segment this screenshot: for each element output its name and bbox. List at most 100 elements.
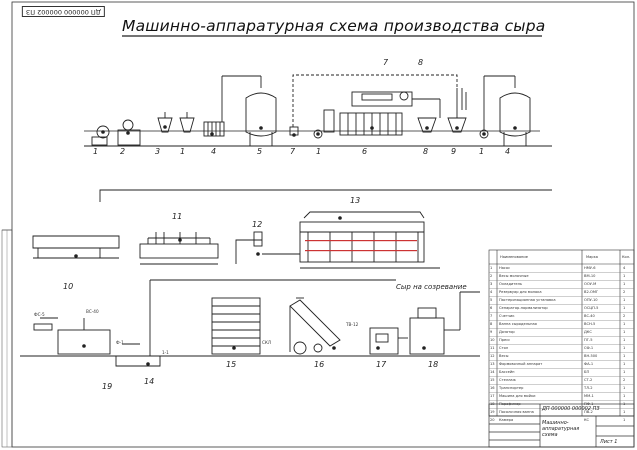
callout-r1-8: 6 xyxy=(362,147,368,156)
scales-12 xyxy=(235,239,262,264)
spec-header-mark: Марка xyxy=(586,255,598,259)
spec-cell: 3 xyxy=(490,282,493,286)
spec-cell: 7 xyxy=(490,314,493,318)
spec-cell: 1 xyxy=(623,394,626,398)
spec-cell: Посолочная ванна xyxy=(499,410,534,414)
row1-markers xyxy=(101,125,517,137)
spec-cell: ПФ-1 xyxy=(584,402,594,406)
callout-r3-4: 19 xyxy=(102,382,113,391)
spec-cell: ВМ-10 xyxy=(584,274,596,278)
spec-cell: 1 xyxy=(623,282,626,286)
control-line xyxy=(292,74,458,127)
spec-cell: Стол xyxy=(499,346,509,350)
spec-table-rules xyxy=(489,272,634,409)
spec-cell: 20 xyxy=(490,418,495,422)
exchanger-4 xyxy=(203,121,225,137)
table-11 xyxy=(139,243,219,259)
spec-cell: Пресс xyxy=(499,338,511,342)
callout-r1-7: 1 xyxy=(316,147,322,156)
ripening-note: Сыр на созревание xyxy=(396,283,467,291)
spec-cell: 8 xyxy=(490,322,493,326)
washer-17 xyxy=(369,327,399,355)
title-block-name: Машинно-аппаратурная схема xyxy=(542,420,580,438)
spec-cell: Дозатор xyxy=(499,330,515,334)
row2-equipment xyxy=(32,189,552,269)
callout-r2-2: 12 xyxy=(252,220,263,229)
spec-cell: 1 xyxy=(623,322,626,326)
tank-right xyxy=(499,92,531,137)
callout-r1-4: 4 xyxy=(211,147,217,156)
spec-cell: 9 xyxy=(490,330,493,334)
spec-cell: 1 xyxy=(623,330,626,334)
spec-cell: ВС-40 xyxy=(584,314,595,318)
spec-cell: 2 xyxy=(490,274,493,278)
spec-cell: БП xyxy=(584,370,590,374)
spec-cell: 4 xyxy=(490,290,493,294)
callout-r2-0: 13 xyxy=(350,196,361,205)
title-block-code: ДП 000000 000002 ПЗ xyxy=(542,406,600,412)
bath-14 xyxy=(115,356,161,367)
spec-cell: Парафинер xyxy=(499,402,521,406)
spec-cell: 1 xyxy=(623,418,626,422)
row1-equipment xyxy=(84,74,552,147)
spec-cell: СТ-2 xyxy=(584,378,593,382)
row2-red-marks xyxy=(305,240,417,252)
spec-cell: КС xyxy=(584,418,590,422)
spec-cell: 13 xyxy=(490,362,495,366)
spec-cell: 1 xyxy=(623,306,626,310)
sheet-frame xyxy=(11,1,635,448)
callout-r3-3: 18 xyxy=(428,360,439,369)
title-block xyxy=(488,403,635,448)
separator-8 xyxy=(417,117,437,133)
spec-header-name: Наименование xyxy=(500,255,528,259)
callout-r1-11: 8 xyxy=(423,147,429,156)
spec-cell: 1 xyxy=(623,346,626,350)
spec-cell: ВСН-5 xyxy=(584,322,596,326)
pump-1 xyxy=(96,125,110,139)
spec-cell: 1 xyxy=(623,386,626,390)
spec-cell: 1 xyxy=(623,338,626,342)
rack-15 xyxy=(211,297,261,355)
spec-cell: СФ-1 xyxy=(584,346,594,350)
callout-r3-2: 17 xyxy=(376,360,387,369)
spec-cell: 1 xyxy=(623,274,626,278)
spec-cell: Насос xyxy=(499,266,511,270)
spec-cell: 1 xyxy=(623,298,626,302)
spec-cell: 15 xyxy=(490,378,495,382)
drawing-title: Машинно-аппаратурная схема производства … xyxy=(122,17,546,35)
spec-cell: ОСЦП-5 xyxy=(584,306,599,310)
valve-8 xyxy=(399,91,409,101)
spec-cell: 10 xyxy=(490,338,495,342)
spec-cell: Машина для мойки xyxy=(499,394,536,398)
spec-cell: 14 xyxy=(490,370,495,374)
inline-label-3: Ф-1 xyxy=(116,340,124,345)
callout-r1-12: 9 xyxy=(451,147,457,156)
spec-cell: 6 xyxy=(490,306,493,310)
callout-r3-1: 16 xyxy=(314,360,325,369)
callout-r1-0: 1 xyxy=(93,147,99,156)
spec-cell: Резервуар для молока xyxy=(499,290,542,294)
callout-r1-14: 4 xyxy=(505,147,511,156)
spec-cell: ПГ-5 xyxy=(584,338,593,342)
spec-cell: Весы xyxy=(499,354,509,358)
spec-cell: 12 xyxy=(490,354,495,358)
spec-cell: ОПУ-10 xyxy=(584,298,598,302)
callout-r3-0: 15 xyxy=(226,360,237,369)
callout-r1-5: 5 xyxy=(257,147,263,156)
spec-cell: Бассейн xyxy=(499,370,515,374)
panel-7 xyxy=(361,93,393,101)
spec-header-qty: Кол. xyxy=(622,255,631,259)
spec-cell: 1 xyxy=(490,266,493,270)
paraffiner-18 xyxy=(409,317,445,355)
callout-r2-3: 10 xyxy=(63,282,74,291)
inline-label-4: 1-1 xyxy=(162,350,169,355)
spec-cell: 2 xyxy=(623,290,626,294)
callout-r1-13: 1 xyxy=(479,147,485,156)
forming-13 xyxy=(299,221,425,263)
spec-cell: Ванна сыродельная xyxy=(499,322,537,326)
inline-label-6: ТВ-12 xyxy=(346,322,359,327)
callout-r2-1: 11 xyxy=(172,212,183,221)
spec-cell: Транспортер xyxy=(499,386,524,390)
separator-3 xyxy=(157,117,173,133)
